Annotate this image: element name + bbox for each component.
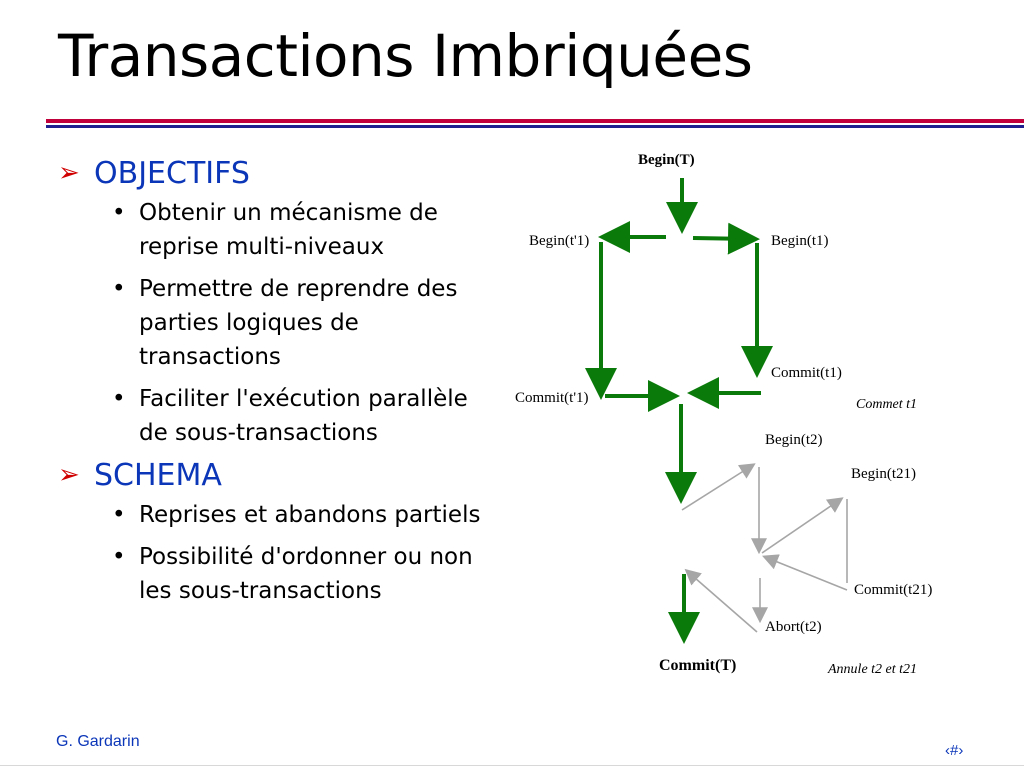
bullet-dot-icon: • [112,544,126,570]
bullet-dot-icon: • [112,502,126,528]
bullet-item: • Faciliter l'exécution parallèle de sou… [58,382,498,450]
footer-line [0,765,1024,766]
bullet-item: • Permettre de reprendre des parties log… [58,272,498,374]
arrow-abort-t2 [684,568,758,633]
label-begin-t21: Begin(t21) [851,466,916,482]
label-begin-T: Begin(T) [638,152,695,168]
title-rule-red [46,119,1024,123]
title-rule-blue [46,125,1024,128]
label-commit-T: Commit(T) [659,657,736,674]
bullet-text: Faciliter l'exécution parallèle de sous-… [139,386,468,446]
bullet-text: Reprises et abandons partiels [139,502,481,528]
footer-author: G. Gardarin [56,733,140,750]
nested-transaction-diagram: Begin(T) Begin(t'1) Begin(t1) Commit(t1)… [515,152,932,677]
label-commit-tp1: Commit(t'1) [515,390,589,406]
bullet-item: • Obtenir un mécanisme de reprise multi-… [58,196,498,264]
arrow-begin-t21 [761,497,844,554]
bullet-dot-icon: • [112,386,126,412]
section-heading-text: SCHEMA [94,458,222,493]
arrow-begin-t2 [681,463,756,511]
bullet-dot-icon: • [112,200,126,226]
section-heading-schema: ➢ SCHEMA [58,458,498,498]
label-commet-t1: Commet t1 [856,397,917,412]
bullet-text: Permettre de reprendre des parties logiq… [139,276,458,370]
label-begin-t2: Begin(t2) [765,432,823,448]
bullet-text: Obtenir un mécanisme de reprise multi-ni… [139,200,438,260]
label-begin-t1: Begin(t1) [771,233,829,249]
title-rule-gap [46,123,1024,125]
label-commit-t1: Commit(t1) [771,365,842,381]
slide-title: Transactions Imbriquées [58,22,753,90]
section-heading-objectifs: ➢ OBJECTIFS [58,156,498,196]
arrow-commit-t21 [762,554,848,591]
arrow-bullet-icon: ➢ [58,158,80,188]
label-begin-tp1: Begin(t'1) [529,233,589,249]
bullet-item: • Possibilité d'ordonner ou non les sous… [58,540,498,608]
label-commit-t21: Commit(t21) [854,582,932,598]
arrow-to-begin-t1 [692,222,760,255]
bullet-dot-icon: • [112,276,126,302]
bullet-list: ➢ OBJECTIFS • Obtenir un mécanisme de re… [58,152,498,616]
label-abort-t2: Abort(t2) [765,619,822,635]
bullet-text: Possibilité d'ordonner ou non les sous-t… [139,544,473,604]
section-heading-text: OBJECTIFS [94,156,250,191]
arrow-bullet-icon: ➢ [58,460,80,490]
label-annule: Annule t2 et t21 [827,662,917,677]
page-number: ‹#› [945,742,964,759]
bullet-item: • Reprises et abandons partiels [58,498,498,532]
